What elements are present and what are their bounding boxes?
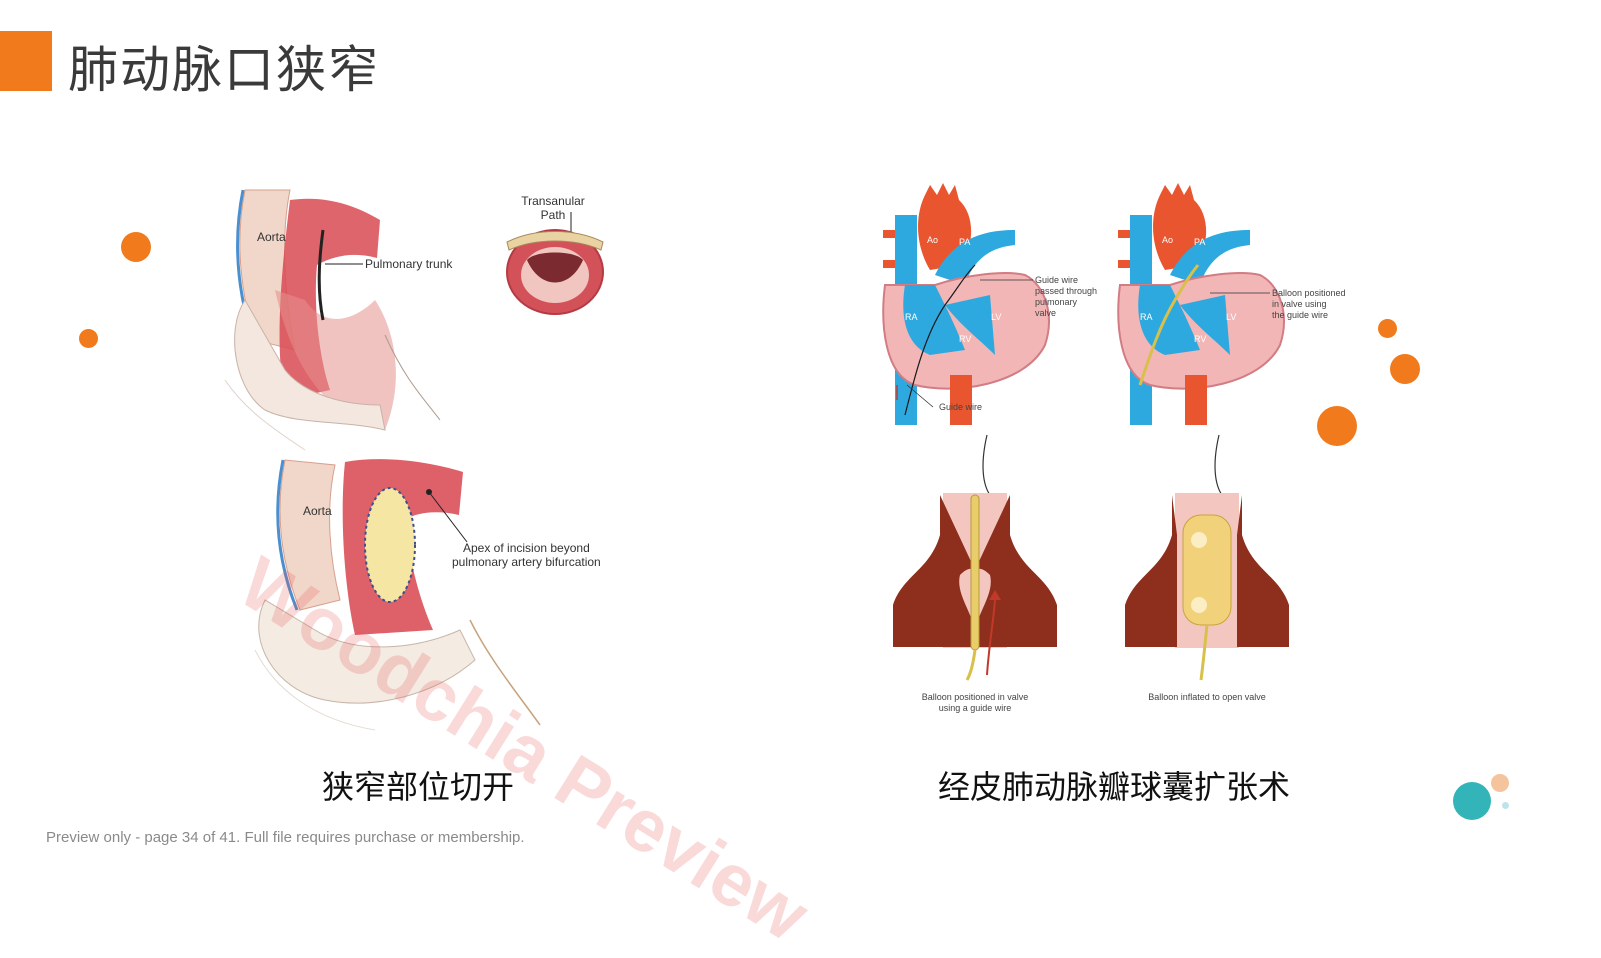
pulmonary-trunk-label: Pulmonary trunk bbox=[365, 257, 453, 271]
aorta-label-top: Aorta bbox=[257, 230, 286, 244]
ra-label-2: RA bbox=[1140, 312, 1153, 322]
lv-label-2: LV bbox=[1226, 312, 1236, 322]
top-drawing: Aorta Pulmonary trunk Transanular Path bbox=[224, 189, 604, 451]
right-figure-caption: 经皮肺动脉瓣球囊扩张术 bbox=[938, 768, 1291, 806]
la-label-1: LA bbox=[979, 264, 990, 274]
valve-diagram-balloon-positioned: Balloon positioned in valve using a guid… bbox=[893, 434, 1057, 713]
lv-label-1: LV bbox=[991, 312, 1001, 322]
decor-dot bbox=[1453, 782, 1491, 820]
decor-dot bbox=[1390, 354, 1420, 384]
valve-diagram-balloon-inflated: Balloon inflated to open valve bbox=[1125, 434, 1289, 702]
guide-wire-note-line1: Guide wire bbox=[1035, 275, 1078, 285]
balloon-note-line2: in valve using bbox=[1272, 299, 1327, 309]
heart-diagram-balloon: Ao PA LA RA LV RV Balloon positioned in … bbox=[1117, 183, 1346, 425]
preview-footer-text: Preview only - page 34 of 41. Full file … bbox=[46, 829, 525, 846]
balloon-note-line3: the guide wire bbox=[1272, 310, 1328, 320]
guide-wire-label: Guide wire bbox=[939, 402, 982, 412]
title-accent-bar bbox=[0, 31, 52, 91]
apex-label-line2: pulmonary artery bifurcation bbox=[452, 555, 601, 569]
heart-diagram-guide-wire: Ao PA LA RA LV RV Guide wire passed thro… bbox=[882, 183, 1097, 425]
ra-label-1: RA bbox=[905, 312, 918, 322]
valve-left-caption-line1: Balloon positioned in valve bbox=[922, 692, 1029, 702]
transanular-label-line2: Path bbox=[541, 208, 566, 222]
valve-left-caption-line2: using a guide wire bbox=[939, 703, 1012, 713]
pa-label-1: PA bbox=[959, 237, 970, 247]
surgical-incision-illustration: Aorta Pulmonary trunk Transanular Path A… bbox=[224, 189, 604, 731]
valve-right-caption-line1: Balloon inflated to open valve bbox=[1148, 692, 1266, 702]
guide-wire-note-line4: valve bbox=[1035, 308, 1056, 318]
ao-label-2: Ao bbox=[1162, 235, 1173, 245]
balloon-valvuloplasty-illustration: Ao PA LA RA LV RV Guide wire passed thro… bbox=[882, 183, 1346, 713]
rv-label-1: RV bbox=[959, 334, 971, 344]
guide-wire-note-line3: pulmonary bbox=[1035, 297, 1078, 307]
transanular-label-line1: Transanular bbox=[521, 194, 585, 208]
decor-dot bbox=[1317, 406, 1357, 446]
decor-dot bbox=[1378, 319, 1397, 338]
decor-dot bbox=[1502, 802, 1509, 809]
decor-dot bbox=[121, 232, 151, 262]
apex-label-line1: Apex of incision beyond bbox=[463, 541, 590, 555]
pa-label-2: PA bbox=[1194, 237, 1205, 247]
bottom-drawing: Aorta Apex of incision beyond pulmonary … bbox=[254, 459, 601, 731]
la-label-2: LA bbox=[1214, 264, 1225, 274]
left-figure-caption: 狭窄部位切开 bbox=[322, 768, 515, 806]
guide-wire-note-line2: passed through bbox=[1035, 286, 1097, 296]
page-title: 肺动脉口狭窄 bbox=[68, 41, 380, 99]
decor-dot bbox=[1491, 774, 1509, 792]
ao-label-1: Ao bbox=[927, 235, 938, 245]
balloon-note-line1: Balloon positioned bbox=[1272, 288, 1346, 298]
rv-label-2: RV bbox=[1194, 334, 1206, 344]
decor-dot bbox=[79, 329, 98, 348]
aorta-label-bottom: Aorta bbox=[303, 504, 332, 518]
